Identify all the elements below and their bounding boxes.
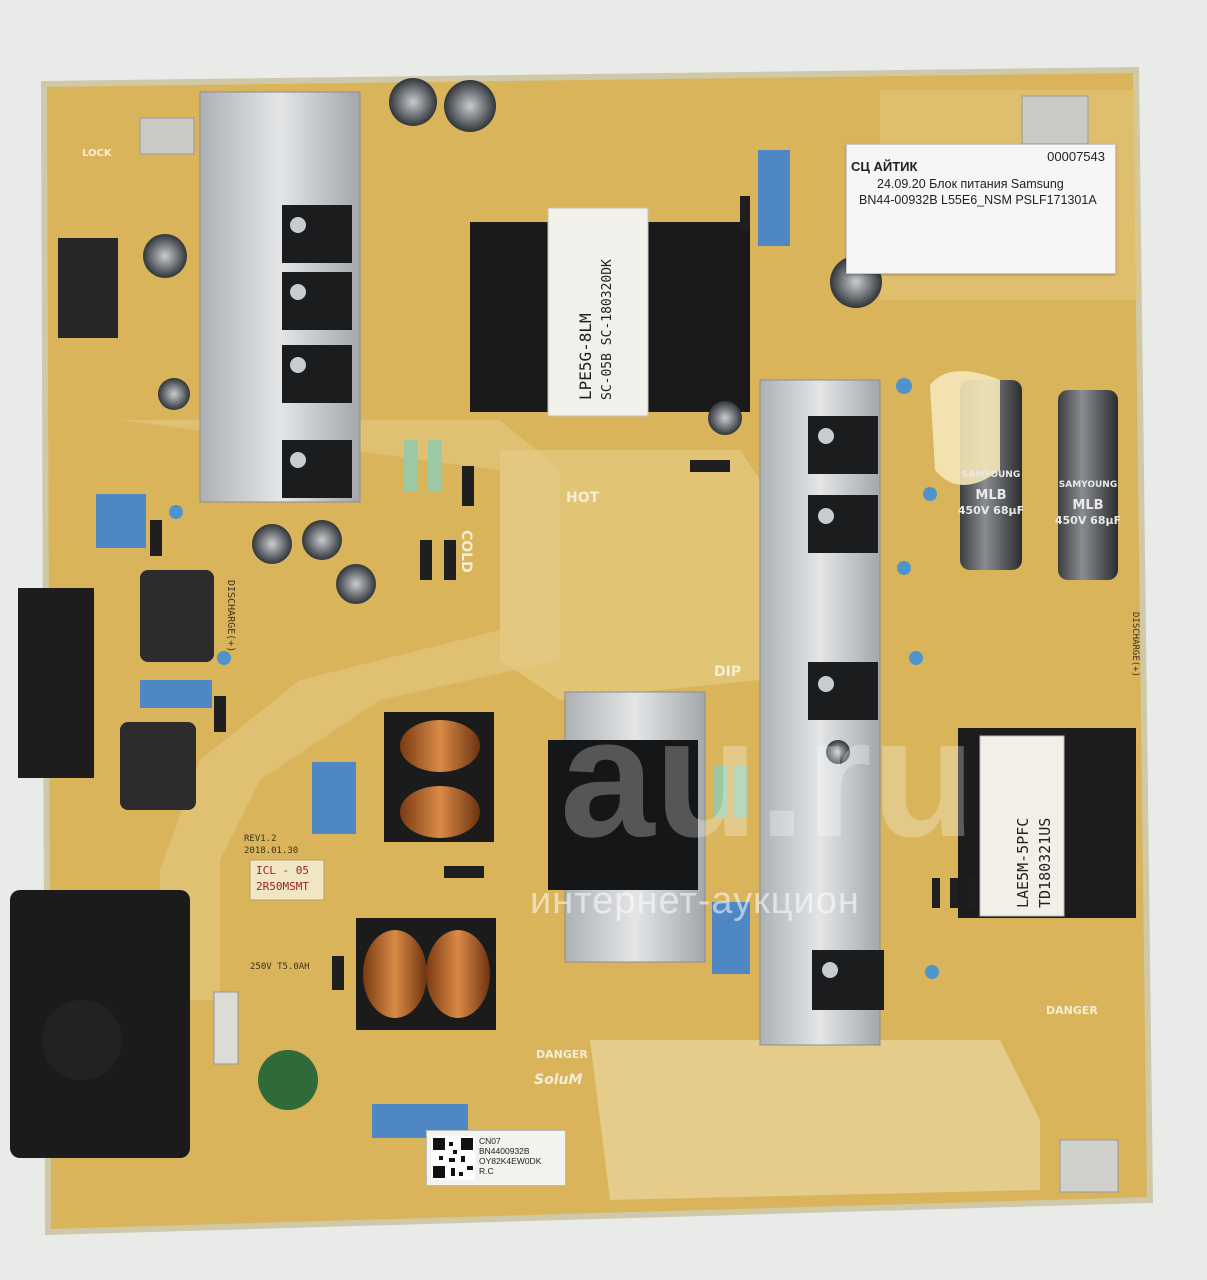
icl-label1: ICL - 05 — [256, 864, 309, 877]
board-date: 2018.01.30 — [244, 846, 299, 856]
qr-line4: R.C — [479, 1166, 494, 1176]
transformer-pfc-label2: TD180321US — [1036, 817, 1054, 908]
danger-label-right: DANGER — [1046, 1004, 1098, 1017]
capacitor-rating-left: 450V 68μF — [957, 504, 1025, 517]
sticker-number: 00007543 — [1047, 149, 1105, 164]
capacitor-brand-left: SAMYOUNG — [961, 470, 1021, 480]
icl-label2: 2R50MSMT — [256, 880, 309, 893]
capacitor-series-left: MLB — [975, 488, 1007, 503]
danger-label-left: DANGER — [536, 1048, 588, 1061]
capacitor-brand-right: SAMYOUNG — [1058, 480, 1118, 490]
watermark-text: интернет-аукцион — [530, 880, 860, 922]
dip-label: DIP — [714, 664, 742, 680]
transformer-pfc-label1: LAE5M-5PFC — [1014, 817, 1032, 908]
lock-label: LOCK — [82, 148, 112, 159]
watermark-logo: au.ru — [560, 683, 976, 873]
revision-label: REV1.2 — [244, 834, 277, 844]
sticker-shop: СЦ АЙТИК — [851, 159, 918, 174]
qr-label: CN07 BN4400932B OY82K4EW0DK R.C — [426, 1130, 566, 1186]
qr-line1: CN07 — [479, 1136, 501, 1146]
cold-label: COLD — [458, 530, 474, 573]
qr-line3: OY82K4EW0DK — [479, 1156, 542, 1166]
sticker-line1: 24.09.20 Блок питания Samsung — [877, 177, 1064, 191]
transformer-main-label2: SC-05B SC-180320DK — [600, 259, 615, 400]
discharge-label: DISCHARGE(+) — [225, 580, 236, 653]
fuse-rating: 250V T5.0AH — [250, 962, 310, 972]
capacitor-rating-right: 450V 68μF — [1054, 514, 1122, 527]
capacitor-series-right: MLB — [1072, 498, 1104, 513]
discharge-label-right: DISCHARGE(+) — [1130, 612, 1140, 678]
qr-code-icon — [431, 1136, 475, 1180]
qr-line2: BN4400932B — [479, 1146, 530, 1156]
solum-logo-text: SoluM — [534, 1072, 583, 1088]
service-sticker: 00007543 СЦ АЙТИК 24.09.20 Блок питания … — [846, 144, 1116, 274]
qr-text: CN07 BN4400932B OY82K4EW0DK R.C — [479, 1136, 541, 1176]
hot-label: HOT — [566, 490, 600, 506]
transformer-main-label1: LPE5G-8LM — [576, 313, 595, 400]
sticker-line2: BN44-00932B L55E6_NSM PSLF171301A — [859, 193, 1097, 207]
